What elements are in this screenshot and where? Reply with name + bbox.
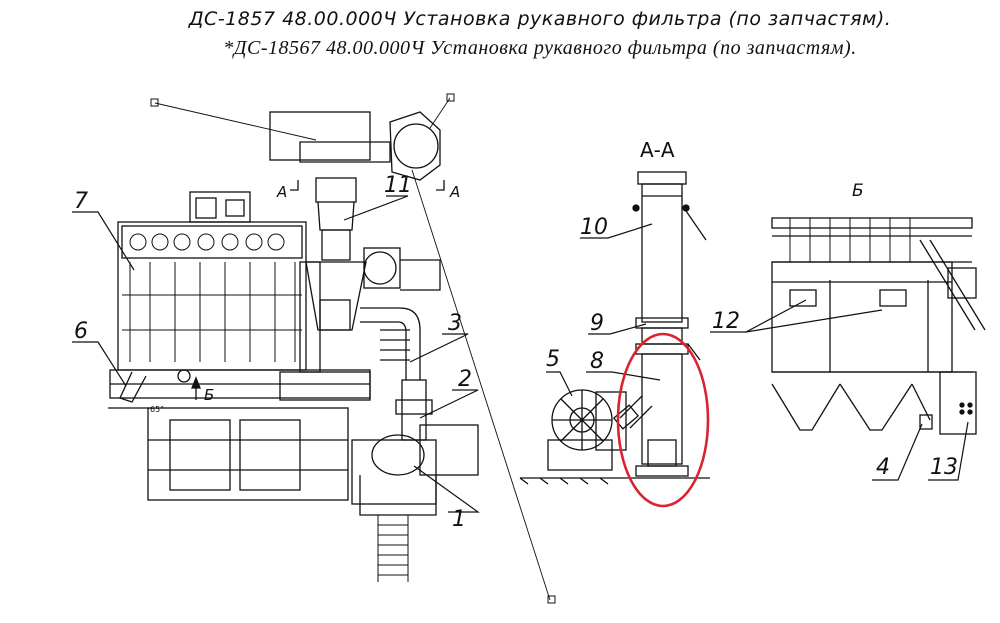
angle-label: 65° <box>150 405 164 414</box>
section-aa-label: А-А <box>640 138 675 162</box>
callout-10: 10 <box>580 215 608 240</box>
view-b <box>771 217 986 435</box>
callout-leaders-middle <box>546 223 661 397</box>
title-line-2: *ДС-18567 48.00.000Ч Установка рукавного… <box>223 37 857 59</box>
highlight-ellipse <box>616 332 710 508</box>
callout-5: 5 <box>546 347 560 372</box>
view-b-label: Б <box>852 181 864 201</box>
view-mark-b: Б <box>204 386 214 404</box>
section-mark-a-left: А <box>276 183 287 201</box>
callout-12: 12 <box>712 309 740 334</box>
callout-4: 4 <box>876 455 890 480</box>
callout-8: 8 <box>590 349 604 374</box>
callout-leaders-right <box>710 299 969 481</box>
section-aa-view <box>519 171 710 485</box>
filter-unit-main-view <box>108 93 556 604</box>
callout-6: 6 <box>74 319 88 344</box>
callout-3: 3 <box>448 311 462 336</box>
section-mark-a-right: А <box>449 183 460 201</box>
callout-leaders-left <box>72 195 480 513</box>
callout-1: 1 <box>452 507 466 532</box>
callout-9: 9 <box>590 311 604 336</box>
callout-7: 7 <box>74 189 88 214</box>
callout-11: 11 <box>384 173 412 198</box>
callout-2: 2 <box>458 367 472 392</box>
callout-13: 13 <box>930 455 958 480</box>
title-line-1: ДС-1857 48.00.000Ч Установка рукавного ф… <box>188 8 892 30</box>
